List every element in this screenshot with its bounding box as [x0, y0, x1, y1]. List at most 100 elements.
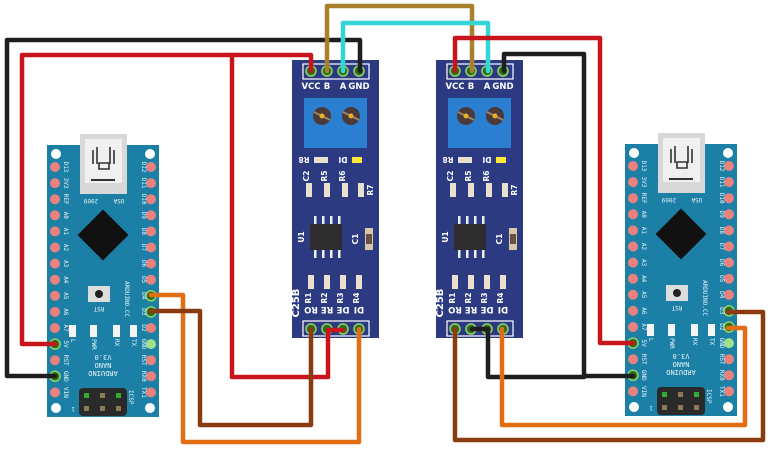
chip-leg [474, 250, 477, 258]
icsp-pin [100, 406, 105, 411]
pin-label-a4: A4 [62, 276, 69, 284]
wire-left-d4-di [148, 292, 362, 445]
led-l [647, 324, 654, 336]
pin-d12 [146, 162, 156, 172]
r2-label: R2 [320, 293, 329, 304]
pin-d5 [724, 273, 734, 284]
pin-label-5v: 5V [640, 339, 647, 347]
r7-label: R7 [366, 185, 375, 196]
led-label: L [647, 338, 654, 342]
usb-connector-inner [663, 138, 700, 182]
resistor-r3 [484, 275, 490, 289]
pin-label-a0: A0 [62, 212, 69, 220]
pin-label-re: RE [321, 304, 334, 314]
pin-label-ro: RO [304, 304, 318, 314]
pin-label-d10: D10 [718, 193, 725, 204]
pin-label-d7: D7 [140, 244, 147, 252]
pin-label-5v: 5V [62, 340, 69, 348]
pin-a5 [628, 289, 638, 300]
pin-label-di: DI [354, 304, 364, 314]
pin-d6 [724, 257, 734, 268]
component-r6 [342, 183, 348, 197]
icsp-pin1-label: 1 [71, 405, 75, 412]
component-r5 [468, 183, 474, 197]
r1-label: R1 [448, 293, 457, 304]
icsp-pin [84, 393, 89, 398]
pin-label-d3: D3 [140, 308, 147, 316]
pin-label-d13: D13 [640, 161, 647, 172]
pin-a3 [628, 257, 638, 268]
led-pwr [668, 324, 675, 336]
pin-ref [628, 193, 638, 204]
pin-label-d7: D7 [718, 243, 725, 251]
reset-label: RST [93, 305, 104, 312]
r6-label: R6 [338, 171, 347, 182]
pin-d5 [146, 274, 156, 285]
pin-gnd [724, 338, 734, 349]
usb-slot [91, 179, 115, 181]
pin-label-a7: A7 [62, 324, 69, 332]
pin-label-a: A [484, 82, 491, 92]
pin-label-gnd: GND [718, 338, 725, 349]
r4-label: R4 [352, 293, 361, 304]
pin-label-rx0: RX0 [140, 371, 147, 382]
chip-leg [314, 216, 317, 224]
pin-a0 [628, 209, 638, 220]
component-r6 [486, 183, 492, 197]
chip-leg [330, 216, 333, 224]
usb-text-usa: USA [113, 197, 124, 204]
chip-leg [466, 250, 469, 258]
arduino-cc-label: ARDUINO.CC [701, 280, 708, 317]
pin-label-de: DE [336, 304, 349, 314]
pin-label-a5: A5 [62, 292, 69, 300]
pin-label-rst: RST [640, 354, 647, 365]
pin-rst [50, 355, 60, 366]
led-rx [113, 325, 120, 337]
pin-a7 [50, 323, 60, 333]
wire-right-d2-di [499, 325, 748, 428]
resistor-r2 [468, 275, 474, 289]
pin-label-a4: A4 [640, 275, 647, 283]
pin-label-3v3: 3V3 [62, 178, 69, 189]
pin-rst [724, 354, 734, 365]
r4-label: R4 [496, 293, 505, 304]
pin-rx0 [724, 370, 734, 381]
pin-d9 [146, 210, 156, 221]
led-d1 [352, 157, 362, 163]
pin-3v3 [50, 178, 60, 189]
component-c2 [306, 183, 312, 197]
c2-label: C2 [302, 171, 311, 182]
led-label: PWR [668, 338, 675, 349]
pin-label-a1: A1 [640, 227, 647, 235]
pin-label-d6: D6 [140, 260, 147, 268]
pin-label-d12: D12 [718, 161, 725, 172]
top-header-outline [302, 63, 370, 80]
pin-label-d5: D5 [140, 276, 147, 284]
microcontroller-chip [77, 209, 129, 261]
reset-label: RST [671, 304, 682, 311]
pin-d7 [724, 241, 734, 252]
resistor-r1 [308, 275, 314, 289]
pin-label-gnd: GND [492, 82, 513, 92]
mounting-hole [145, 403, 155, 413]
pin-a1 [50, 226, 60, 237]
led-d1 [496, 157, 506, 163]
pin-label-a2: A2 [640, 243, 647, 251]
c1-label: C1 [351, 234, 360, 245]
pin-label-tx1: TX1 [718, 386, 725, 397]
icsp-label: ICSP [127, 390, 134, 405]
d1-label: DI [338, 155, 347, 164]
usb-text-usa: USA [691, 196, 702, 203]
mounting-hole [723, 148, 733, 158]
chip-marking-c25b: C25B [291, 289, 302, 318]
pin-d7 [146, 242, 156, 253]
pin-a1 [628, 225, 638, 236]
pin-d6 [146, 258, 156, 269]
resistor-r7 [358, 183, 364, 197]
led-l [69, 325, 76, 337]
mounting-hole [145, 149, 155, 159]
chip-leg [458, 250, 461, 258]
pin-label-d4: D4 [718, 291, 725, 299]
